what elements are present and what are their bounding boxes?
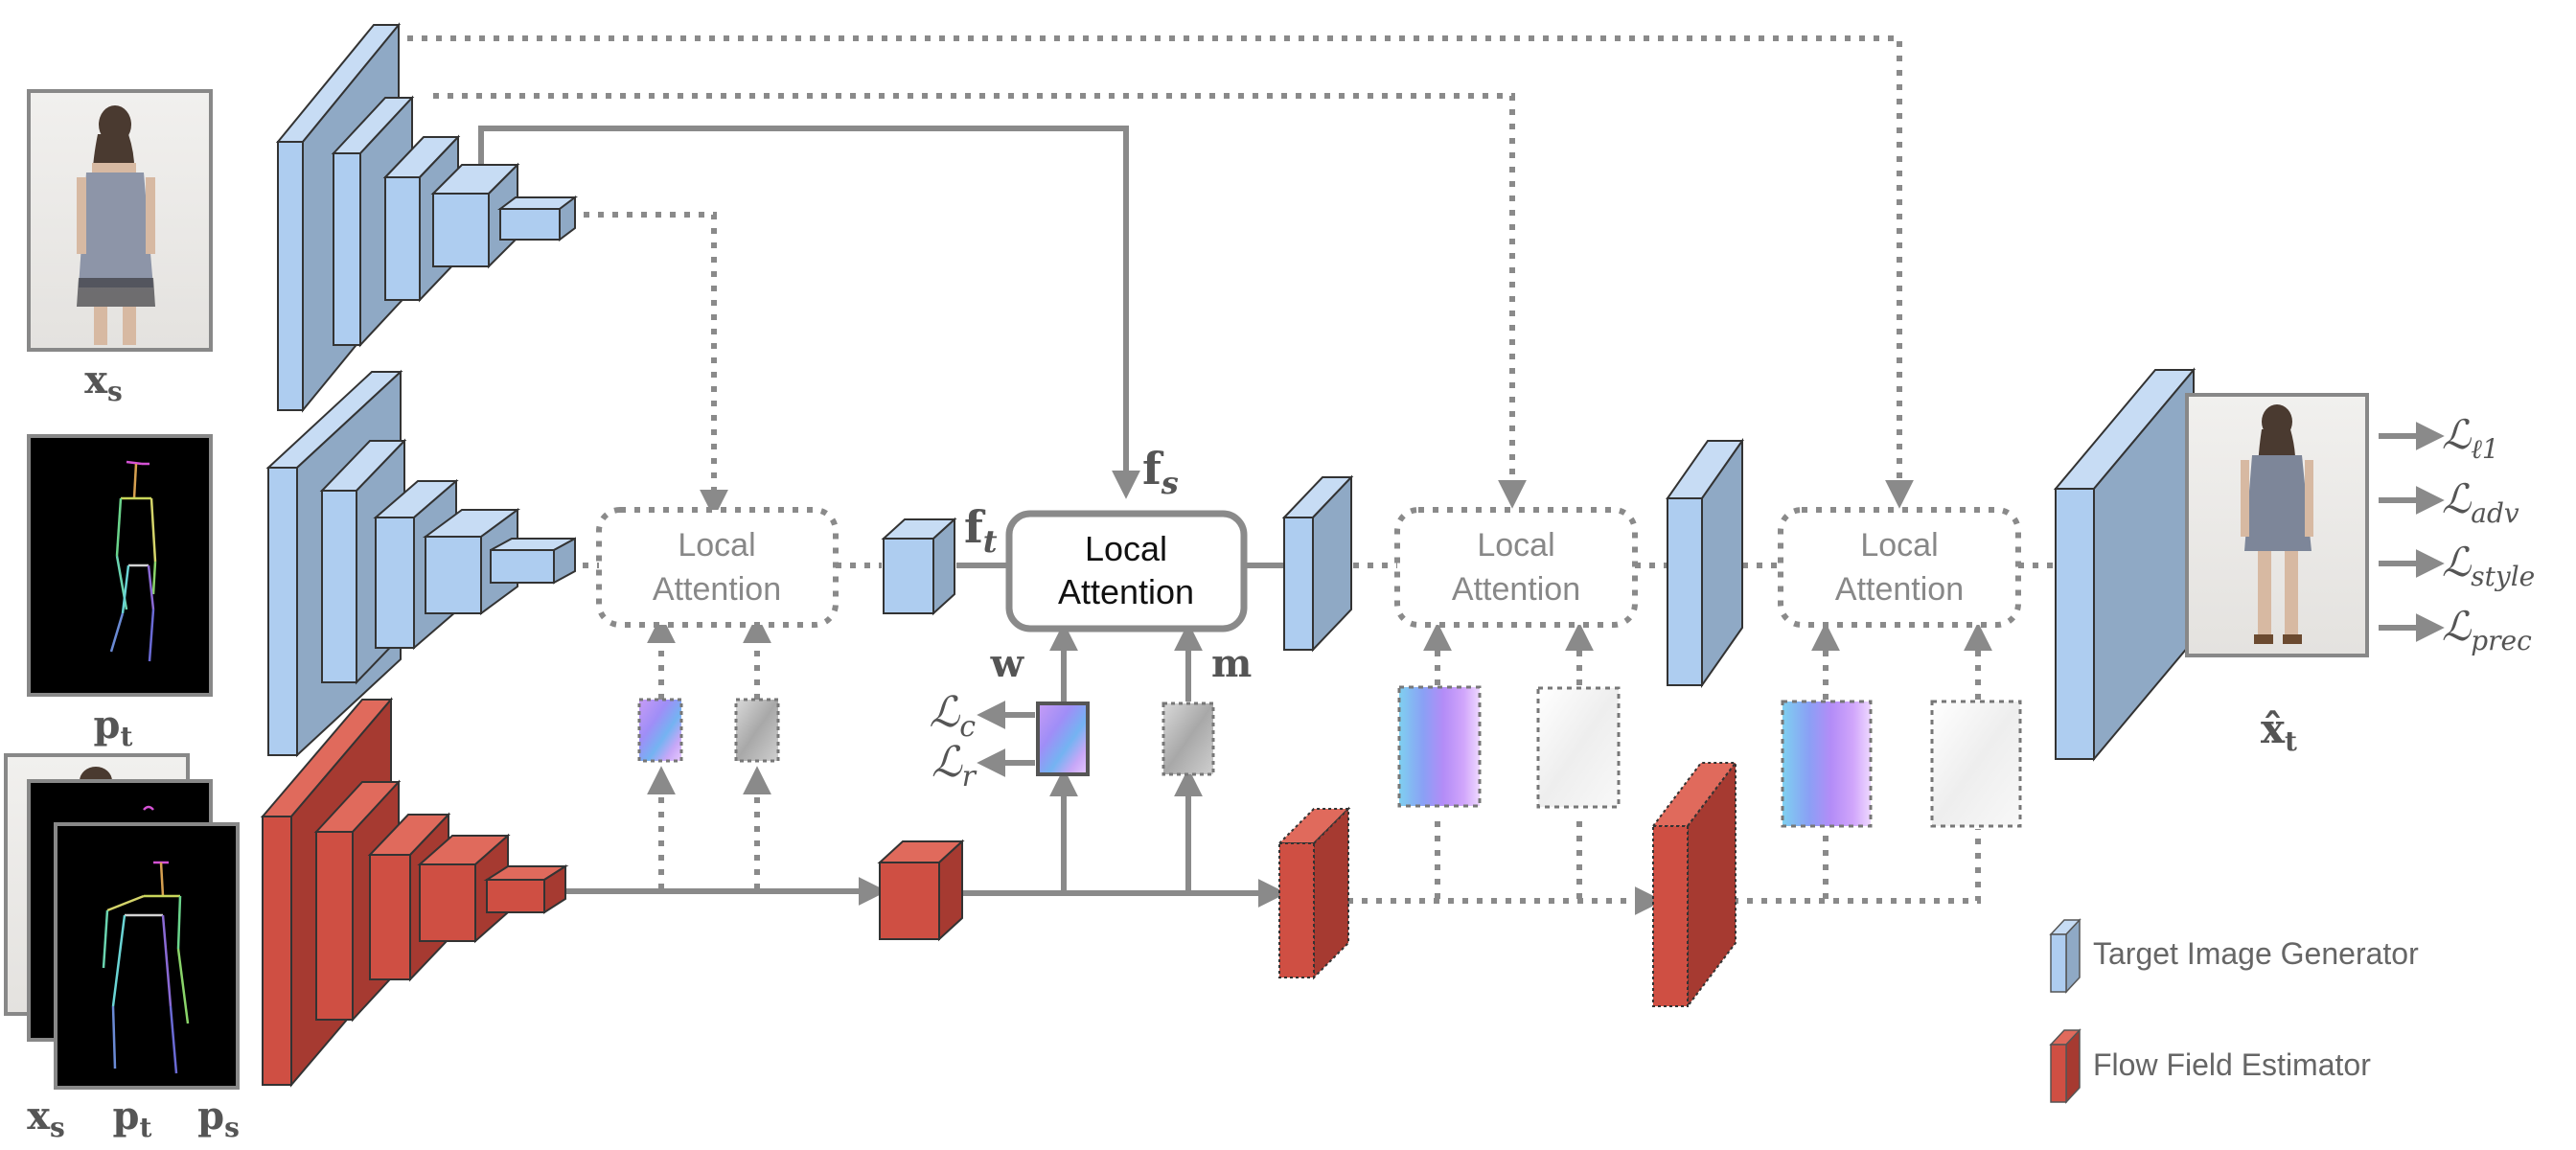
label-stack-ps: ps — [197, 1093, 240, 1143]
local-attention-1: Local Attention — [596, 507, 839, 628]
svg-text:Local: Local — [678, 527, 755, 564]
mask-map-4 — [1930, 700, 2022, 828]
svg-text:Attention: Attention — [653, 571, 781, 608]
svg-text:Target Image Generator: Target Image Generator — [2093, 936, 2419, 971]
encoder-top-layer-5 — [497, 196, 578, 242]
loss-adv: ℒadv — [2442, 475, 2519, 529]
svg-text:Attention: Attention — [1835, 571, 1964, 608]
skip-line-1 — [393, 35, 1914, 509]
flow-line-4 — [1733, 829, 1981, 904]
loss-prec: ℒprec — [2442, 603, 2532, 656]
mask-map-1 — [734, 698, 780, 763]
loss-c: ℒc — [929, 688, 976, 744]
connections — [393, 35, 2056, 915]
flow-map-w — [1036, 702, 1090, 776]
local-attention-center: Local Attention — [1005, 510, 1248, 632]
loss-r: ℒr — [932, 738, 978, 794]
svg-text:Local: Local — [1860, 527, 1938, 564]
feature-blocks — [877, 367, 2196, 1009]
label-stack-pt: pt — [113, 1093, 152, 1143]
input-stack — [4, 753, 240, 1090]
label-stack-xs: xs — [27, 1093, 65, 1143]
flow-map-3 — [1397, 685, 1482, 808]
label-xt-hat: x̂t — [2261, 705, 2297, 757]
svg-text:Local: Local — [1477, 527, 1554, 564]
mask-map-m — [1162, 702, 1215, 776]
label-pt: pt — [94, 702, 133, 752]
flow-map-4 — [1781, 700, 1873, 828]
svg-text:Local: Local — [1085, 529, 1167, 568]
encoders — [260, 22, 578, 1088]
input-image-pt — [27, 434, 213, 697]
legend: Target Image Generator Flow Field Estima… — [2049, 918, 2419, 1104]
legend-item-generator: Target Image Generator — [2049, 918, 2419, 994]
label-ft: ft — [964, 501, 998, 560]
skip-line-2 — [433, 93, 1527, 509]
flow-block-2 — [1276, 806, 1351, 980]
label-m: m — [1211, 641, 1252, 686]
loss-style: ℒstyle — [2442, 539, 2535, 592]
flow-block-3 — [1650, 760, 1738, 1009]
skip-line-3 — [569, 212, 728, 518]
svg-text:Attention: Attention — [1058, 572, 1194, 611]
output-losses: ℒℓ1 ℒadv ℒstyle ℒprec — [2379, 411, 2535, 656]
input-image-xs — [27, 89, 213, 352]
local-attention-3: Local Attention — [1394, 507, 1638, 628]
decoder-block-1 — [1281, 474, 1354, 653]
decoder-block-2 — [1666, 437, 1744, 689]
encoder-middle-layer-5 — [490, 537, 576, 585]
encoder-middle-layer-4 — [422, 508, 521, 615]
label-fs: fs — [1142, 443, 1179, 501]
mask-map-3 — [1536, 686, 1621, 809]
local-attention-4: Local Attention — [1778, 507, 2021, 628]
output-image-xt — [2185, 393, 2369, 657]
feature-block-ft — [881, 517, 957, 616]
svg-text:Flow Field Estimator: Flow Field Estimator — [2093, 1047, 2371, 1082]
flow-block-1 — [877, 839, 965, 942]
svg-text:Attention: Attention — [1452, 571, 1580, 608]
encoder-bottom-layer-5 — [483, 864, 569, 914]
label-xs: xs — [84, 357, 123, 407]
legend-item-flow: Flow Field Estimator — [2049, 1028, 2371, 1104]
loss-l1: ℒℓ1 — [2442, 411, 2499, 465]
label-w: w — [990, 641, 1025, 686]
flow-map-1 — [637, 698, 683, 763]
decoder-block-output — [2053, 367, 2196, 762]
fs-line — [478, 126, 1140, 499]
